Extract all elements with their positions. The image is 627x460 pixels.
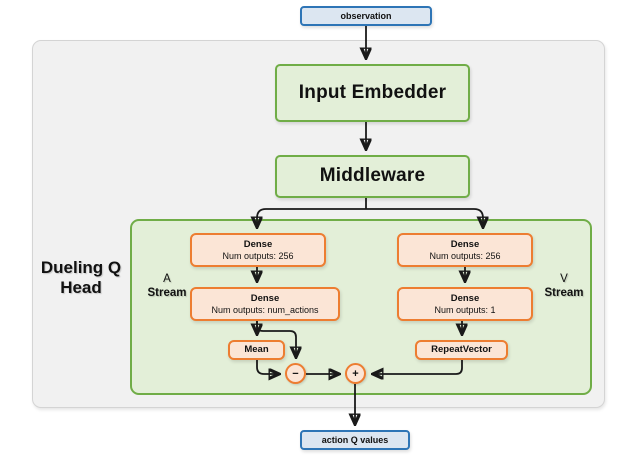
a-stream-dense-2-subtitle: Num outputs: num_actions <box>211 304 319 315</box>
a-stream-letter: A <box>163 273 171 285</box>
v-stream-dense-1-subtitle: Num outputs: 256 <box>429 250 501 261</box>
add-operator: + <box>345 363 366 384</box>
a-stream-mean-label: Mean <box>244 344 269 356</box>
block-middleware: Middleware <box>275 155 470 198</box>
block-input-embedder: Input Embedder <box>275 64 470 122</box>
v-stream-letter: V <box>560 273 568 285</box>
io-node-observation-label: observation <box>340 10 392 21</box>
a-stream-dense-2: Dense Num outputs: num_actions <box>190 287 340 321</box>
a-stream-dense-1-subtitle: Num outputs: 256 <box>222 250 294 261</box>
block-input-embedder-label: Input Embedder <box>298 81 447 103</box>
a-stream-dense-1: Dense Num outputs: 256 <box>190 233 326 267</box>
subtract-operator-symbol: − <box>292 367 299 380</box>
v-stream-dense-2: Dense Num outputs: 1 <box>397 287 533 321</box>
v-stream-label: V Stream <box>537 272 591 301</box>
io-node-observation: observation <box>300 6 432 26</box>
subtract-operator: − <box>285 363 306 384</box>
v-stream-repeat-vector: RepeatVector <box>415 340 508 360</box>
a-stream-label: A Stream <box>140 272 194 301</box>
io-node-action-q-values: action Q values <box>300 430 410 450</box>
v-stream-dense-2-subtitle: Num outputs: 1 <box>434 304 496 315</box>
add-operator-symbol: + <box>352 367 359 380</box>
a-stream-dense-1-title: Dense <box>243 238 273 250</box>
dueling-q-head-title: Dueling Q Head <box>34 258 128 298</box>
a-stream-word: Stream <box>147 287 187 300</box>
v-stream-dense-2-title: Dense <box>450 292 480 304</box>
a-stream-dense-2-title: Dense <box>250 292 280 304</box>
io-node-action-q-values-label: action Q values <box>321 434 389 445</box>
dueling-q-head-title-text: Dueling Q Head <box>40 258 122 298</box>
a-stream-mean: Mean <box>228 340 285 360</box>
block-middleware-label: Middleware <box>319 165 426 187</box>
v-stream-dense-1: Dense Num outputs: 256 <box>397 233 533 267</box>
v-stream-word: Stream <box>544 287 584 300</box>
v-stream-dense-1-title: Dense <box>450 238 480 250</box>
v-stream-repeat-vector-label: RepeatVector <box>431 344 492 356</box>
